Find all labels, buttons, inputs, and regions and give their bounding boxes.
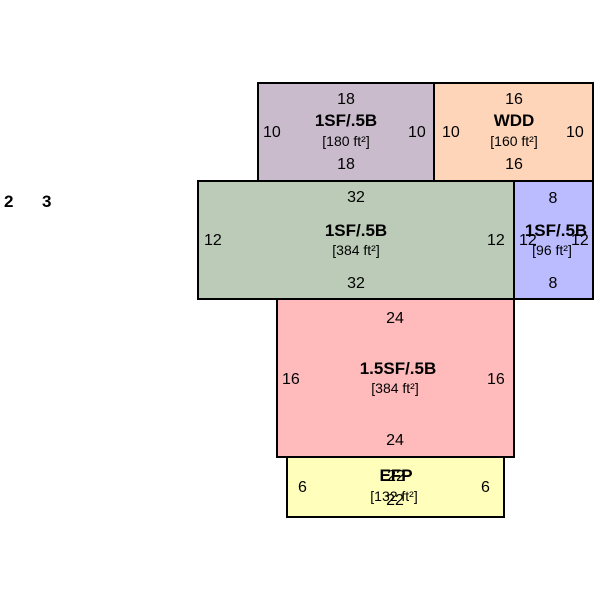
room-top-left-area: [180 ft²] [322,133,370,149]
room-middle-right-label: 1SF/.5B [524,221,588,240]
legend-number-2: 2 [4,192,14,211]
legend-number-3: 3 [42,192,52,211]
room-top-right [433,82,594,182]
room-bottom-label: EFP [379,466,413,485]
room-middle-right [513,180,594,300]
room-top-right-area: [160 ft²] [490,133,538,149]
room-middle-right-bottom-dim: 8 [548,275,558,292]
room-top-right-right-dim: 10 [566,124,584,141]
room-lower-right-dim: 16 [487,371,505,388]
room-middle-right-dim: 12 [487,232,505,249]
room-bottom-area: [132 ft²] [370,488,418,504]
room-middle-left-dim: 12 [204,232,222,249]
room-top-left-bottom-dim: 18 [337,156,355,173]
room-top-right-bottom-dim: 16 [505,156,523,173]
room-lower-bottom-dim: 24 [386,432,404,449]
room-bottom-bottom-dim: 22 [386,492,404,509]
room-lower-left-dim: 16 [282,371,300,388]
room-top-left-top-dim: 18 [337,91,355,108]
room-middle-right-top-dim: 8 [548,190,558,207]
room-bottom-top-dim: 22 [387,468,405,485]
room-top-right-left-dim: 10 [442,124,460,141]
room-lower-area: [384 ft²] [371,380,419,396]
room-lower-top-dim: 24 [386,310,404,327]
room-bottom-left-dim: 6 [298,479,307,496]
room-top-left-label: 1SF/.5B [314,111,378,130]
room-middle-right-left-dim: 12 [519,232,537,249]
room-middle-top-dim: 32 [347,189,365,206]
room-bottom-right-dim: 6 [481,479,490,496]
room-top-left [257,82,435,182]
room-middle-right-area: [96 ft²] [532,242,572,258]
room-top-left-left-dim: 10 [263,124,281,141]
room-lower-label: 1.5SF/.5B [359,359,437,378]
room-middle-right-right-dim: 12 [571,232,589,249]
room-middle-label: 1SF/.5B [324,221,388,240]
room-middle-bottom-dim: 32 [347,275,365,292]
room-bottom [286,456,505,518]
room-top-left-right-dim: 10 [408,124,426,141]
room-top-right-top-dim: 16 [505,91,523,108]
room-top-right-label: WDD [493,111,535,130]
room-middle-area: [384 ft²] [332,242,380,258]
